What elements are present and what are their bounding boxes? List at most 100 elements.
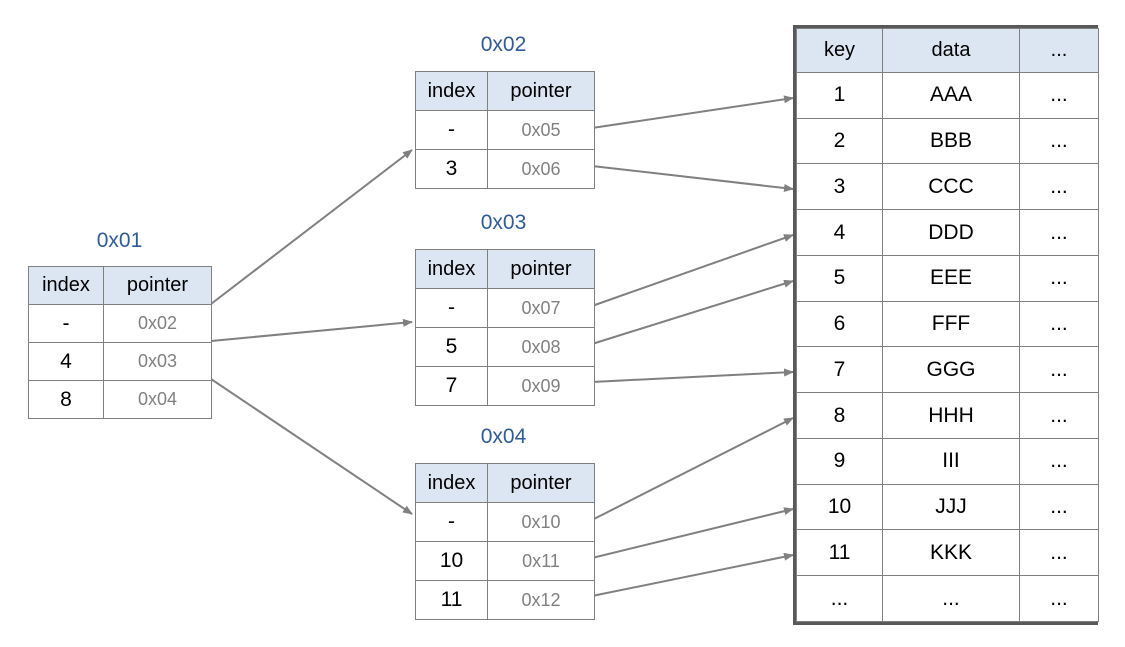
table-row[interactable]: ... ... ... [796, 575, 1099, 622]
table-row[interactable]: 3 0x06 [415, 149, 595, 189]
data-row-6-etc: ... [1019, 346, 1099, 394]
arrow-0x01-row2-to-0x04 [210, 378, 413, 515]
t0x04-row-2-pointer[interactable]: 0x12 [487, 580, 595, 620]
table-label-0x04: 0x04 [480, 425, 527, 448]
data-row-11-key: ... [796, 575, 883, 622]
column-header-index: index [415, 71, 488, 111]
data-row-1-data: BBB [882, 117, 1020, 165]
table-row[interactable]: - 0x02 [28, 304, 212, 343]
arrow-0x04-row1-to-key10 [591, 507, 794, 559]
table-header-row: index pointer [28, 266, 212, 305]
arrow-0x04-row0-to-key8 [591, 417, 794, 521]
t0x04-row-0-pointer[interactable]: 0x10 [487, 502, 595, 542]
table-row[interactable]: - 0x05 [415, 110, 595, 150]
table-row[interactable]: 11 KKK ... [796, 529, 1099, 577]
root-row-2-index: 8 [28, 380, 104, 419]
table-row[interactable]: 9 III ... [796, 437, 1099, 485]
table-row[interactable]: - 0x07 [415, 288, 595, 328]
data-row-9-key: 10 [796, 483, 883, 531]
t0x04-row-0-index: - [415, 502, 488, 542]
column-header-pointer: pointer [103, 266, 212, 305]
t0x02-row-1-pointer[interactable]: 0x06 [487, 149, 595, 189]
table-row[interactable]: 8 0x04 [28, 380, 212, 419]
data-row-8-etc: ... [1019, 437, 1099, 485]
column-header-index: index [28, 266, 104, 305]
data-row-3-data: DDD [882, 209, 1020, 256]
t0x02-row-0-pointer[interactable]: 0x05 [487, 110, 595, 150]
t0x02-row-1-index: 3 [415, 149, 488, 189]
table-row[interactable]: 11 0x12 [415, 580, 595, 620]
table-row[interactable]: 5 0x08 [415, 327, 595, 367]
data-row-5-data: FFF [882, 300, 1020, 348]
data-table-frame: key data ... 1 AAA ... 2 BBB ... 3 CCC .… [793, 25, 1099, 625]
arrow-0x03-row1-to-key5 [591, 279, 794, 345]
table-label-0x02: 0x02 [480, 33, 527, 56]
data-row-3-etc: ... [1019, 209, 1099, 256]
table-row[interactable]: 7 0x09 [415, 366, 595, 406]
table-row[interactable]: 8 HHH ... [796, 392, 1099, 439]
root-index-table[interactable]: index pointer - 0x02 4 0x03 8 0x04 [28, 266, 212, 419]
table-row[interactable]: 6 FFF ... [796, 300, 1099, 348]
column-header-data: data [882, 28, 1020, 73]
column-header-etc: ... [1019, 28, 1099, 73]
mid-index-table-0x03[interactable]: index pointer - 0x07 5 0x08 7 0x09 [415, 249, 595, 406]
root-row-2-pointer[interactable]: 0x04 [103, 380, 212, 419]
root-row-0-pointer[interactable]: 0x02 [103, 304, 212, 343]
table-header-row: index pointer [415, 463, 595, 503]
data-row-0-data: AAA [882, 71, 1020, 119]
data-records-table[interactable]: key data ... 1 AAA ... 2 BBB ... 3 CCC .… [796, 28, 1099, 622]
table-row[interactable]: 4 0x03 [28, 342, 212, 381]
data-row-2-etc: ... [1019, 163, 1099, 211]
data-row-10-etc: ... [1019, 529, 1099, 577]
data-row-11-etc: ... [1019, 575, 1099, 622]
table-row[interactable]: 10 JJJ ... [796, 483, 1099, 531]
table-row[interactable]: 1 AAA ... [796, 71, 1099, 119]
data-row-2-key: 3 [796, 163, 883, 211]
root-row-1-pointer[interactable]: 0x03 [103, 342, 212, 381]
arrow-0x03-row0-to-key4 [591, 234, 794, 307]
data-row-4-data: EEE [882, 254, 1020, 302]
table-row[interactable]: 10 0x11 [415, 541, 595, 581]
column-header-index: index [415, 249, 488, 289]
t0x03-row-0-index: - [415, 288, 488, 328]
t0x03-row-2-pointer[interactable]: 0x09 [487, 366, 595, 406]
data-row-10-data: KKK [882, 529, 1020, 577]
data-row-10-key: 11 [796, 529, 883, 577]
table-label-root: 0x01 [96, 229, 143, 252]
t0x03-row-1-index: 5 [415, 327, 488, 367]
data-row-6-key: 7 [796, 346, 883, 394]
t0x03-row-0-pointer[interactable]: 0x07 [487, 288, 595, 328]
data-row-1-etc: ... [1019, 117, 1099, 165]
column-header-index: index [415, 463, 488, 503]
root-row-1-index: 4 [28, 342, 104, 381]
data-row-8-data: III [882, 437, 1020, 485]
table-row[interactable]: 2 BBB ... [796, 117, 1099, 165]
data-row-9-etc: ... [1019, 483, 1099, 531]
data-row-0-etc: ... [1019, 71, 1099, 119]
mid-index-table-0x02[interactable]: index pointer - 0x05 3 0x06 [415, 71, 595, 189]
table-row[interactable]: 5 EEE ... [796, 254, 1099, 302]
arrow-0x01-row1-to-0x03 [210, 318, 413, 342]
t0x04-row-1-pointer[interactable]: 0x11 [487, 541, 595, 581]
t0x02-row-0-index: - [415, 110, 488, 150]
table-header-row: key data ... [796, 28, 1099, 73]
data-row-4-etc: ... [1019, 254, 1099, 302]
table-row[interactable]: - 0x10 [415, 502, 595, 542]
arrow-0x02-row0-to-key1 [591, 95, 794, 129]
table-row[interactable]: 4 DDD ... [796, 209, 1099, 256]
mid-index-table-0x04[interactable]: index pointer - 0x10 10 0x11 11 0x12 [415, 463, 595, 620]
data-row-4-key: 5 [796, 254, 883, 302]
column-header-pointer: pointer [487, 71, 595, 111]
t0x03-row-1-pointer[interactable]: 0x08 [487, 327, 595, 367]
table-label-0x03: 0x03 [480, 211, 527, 234]
data-row-0-key: 1 [796, 71, 883, 119]
data-row-2-data: CCC [882, 163, 1020, 211]
table-row[interactable]: 7 GGG ... [796, 346, 1099, 394]
arrow-0x04-row2-to-key11 [591, 552, 794, 597]
table-header-row: index pointer [415, 249, 595, 289]
data-row-8-key: 9 [796, 437, 883, 485]
table-header-row: index pointer [415, 71, 595, 111]
table-row[interactable]: 3 CCC ... [796, 163, 1099, 211]
data-row-1-key: 2 [796, 117, 883, 165]
